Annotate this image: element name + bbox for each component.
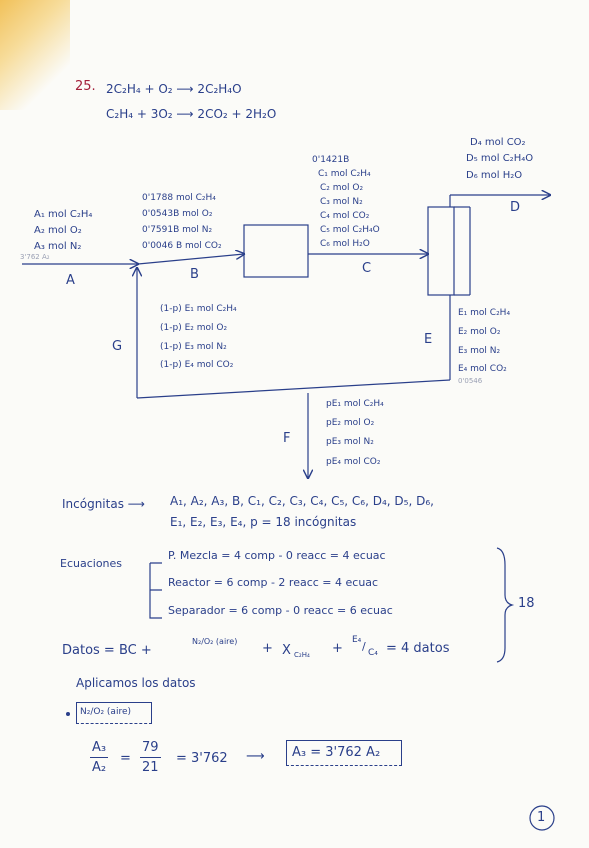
stream-g-line-2: (1-p) E₂ mol O₂ [160,323,228,333]
value-den: 21 [142,760,159,775]
stream-a-note: 3'762 A₂ [20,253,50,261]
value-fraction: 79 21 [140,741,161,774]
stream-c-line-3: C₃ mol N₂ [320,197,363,207]
ratio-fraction: A₃ A₂ [90,740,109,775]
equations-brace-left [149,562,162,619]
stream-b-line-2: 0'0543B mol O₂ [142,209,213,219]
bullet [66,712,70,716]
stream-f-line-1: pE₁ mol C₂H₄ [326,399,384,409]
stream-g-label: G [112,339,123,354]
data-slash: / [362,640,366,653]
data-n2o2: N₂/O₂ (aire) [192,637,238,646]
equations-brace-right [496,547,515,663]
stream-b-line-3: 0'7591B mol N₂ [142,225,213,235]
stream-d-line-3: D₆ mol H₂O [466,170,523,181]
stream-b-line-1: 0'1788 mol C₂H₄ [142,193,216,203]
stream-g-line-4: (1-p) E₄ mol CO₂ [160,360,234,370]
result-arrow: ⟶ [246,749,265,764]
stream-e-note: 0'0546 [458,377,483,385]
unknowns-line-2: E₁, E₂, E₃, E₄, p = 18 incógnitas [170,515,357,529]
stream-c-label: C [362,261,372,276]
data-label: Datos = BC + [62,643,152,658]
recycle-line [136,379,451,399]
page-corner-shade [0,0,70,110]
equations-total: 18 [518,596,535,611]
ratio-num: A₃ [92,740,107,755]
ratio-eq: = [120,751,131,766]
apply-label: Aplicamos los datos [76,676,196,690]
page-number-circle [529,805,555,831]
data-plus-2: + [332,641,343,656]
stream-g-line-1: (1-p) E₁ mol C₂H₄ [160,304,237,314]
stream-c-line-2: C₂ mol O₂ [320,183,364,193]
data-x: X [282,643,291,658]
stream-a-label: A [66,273,75,288]
stream-f-line-2: pE₂ mol O₂ [326,418,375,428]
data-e4-num: E₄ [352,635,362,645]
stream-c-line-5: C₅ mol C₂H₄O [320,225,380,235]
stream-e-line-1: E₁ mol C₂H₄ [458,308,511,318]
reaction-2: C₂H₄ + 3O₂ ⟶ 2CO₂ + 2H₂O [106,107,277,121]
unknowns-line-1: A₁, A₂, A₃, B, C₁, C₂, C₃, C₄, C₅, C₆, D… [170,494,434,508]
stream-e-label: E [424,332,433,347]
stream-a-line-3: A₃ mol N₂ [34,241,82,252]
stream-f-label: F [283,431,291,446]
data-end: = 4 datos [386,641,450,656]
stream-e-line-2: E₂ mol O₂ [458,327,501,337]
separator-box [427,206,455,296]
stream-d-line-2: D₅ mol C₂H₄O [466,153,534,164]
equations-label: Ecuaciones [60,557,123,570]
result-box [286,740,402,766]
problem-number: 25. [75,79,96,94]
stream-a-line-2: A₂ mol O₂ [34,225,82,236]
ratio-den: A₂ [92,760,107,775]
stream-c-line-4: C₄ mol CO₂ [320,211,370,221]
bullet-label: N₂/O₂ (aire) [80,707,132,717]
page-number: 1 [537,810,546,825]
stream-c-line-6: C₆ mol H₂O [320,239,370,249]
stream-f-line-3: pE₃ mol N₂ [326,437,374,447]
data-c4-den: C₄ [368,648,378,658]
stream-f-line-4: pE₄ mol CO₂ [326,457,381,467]
stream-c-header: 0'1421B [312,155,350,165]
value-result: = 3'762 [176,751,228,766]
result-text: A₃ = 3'762 A₂ [292,745,381,760]
stream-a-line-1: A₁ mol C₂H₄ [34,209,93,220]
value-num: 79 [142,740,159,755]
stream-g-line-3: (1-p) E₃ mol N₂ [160,342,227,352]
unknowns-label: Incógnitas ⟶ [62,497,145,511]
equation-mixer: P. Mezcla = 4 comp - 0 reacc = 4 ecuac [168,549,386,562]
stream-b-line [137,254,244,265]
stream-c-line-1: C₁ mol C₂H₄ [318,169,371,179]
stream-e-line-3: E₃ mol N₂ [458,346,501,356]
data-plus-1: + [262,641,273,656]
stream-d-label: D [510,200,521,215]
equation-reactor: Reactor = 6 comp - 2 reacc = 4 ecuac [168,576,379,589]
equation-separator: Separador = 6 comp - 0 reacc = 6 ecuac [168,604,393,617]
stream-d-line-1: D₄ mol CO₂ [470,137,526,148]
reactor-box [243,224,309,278]
reaction-1: 2C₂H₄ + O₂ ⟶ 2C₂H₄O [106,82,242,96]
stream-b-label: B [190,267,199,282]
bullet-box [76,702,152,724]
stream-e-line-4: E₄ mol CO₂ [458,364,507,374]
data-x-sub: C₂H₄ [294,651,310,659]
stream-b-line-4: 0'0046 B mol CO₂ [142,241,222,251]
